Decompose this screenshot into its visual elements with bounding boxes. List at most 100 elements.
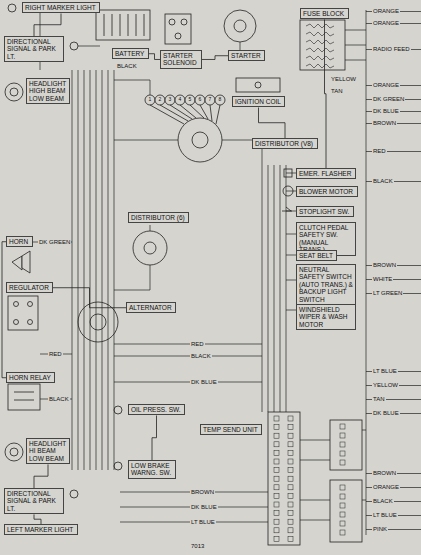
component-label: LEFT MARKER LIGHT — [4, 524, 78, 535]
terminal-circle — [165, 95, 175, 105]
wire-color: DK GREEN — [372, 96, 405, 103]
coil-symbol — [255, 82, 261, 88]
wire-bundle — [90, 70, 91, 470]
wire-color: BLACK — [190, 353, 212, 360]
wire-color: ORANGE — [372, 8, 400, 15]
wire-bundle — [340, 451, 345, 456]
wire-bundle — [306, 40, 334, 44]
starter-symbol — [234, 20, 246, 32]
wire-bundle — [340, 503, 345, 508]
wire-bundle — [288, 442, 293, 447]
wire-color: BLACK — [48, 396, 70, 403]
wire-bundle — [274, 450, 279, 455]
component-name: NEUTRAL SAFETY SWITCH (AUTO TRANS.) & BA… — [299, 266, 353, 303]
wire-color: RED — [372, 148, 387, 155]
wire-bundle — [340, 485, 345, 490]
wire-connector — [34, 514, 41, 524]
component-label: NEUTRAL SAFETY SWITCH (AUTO TRANS.) & BA… — [296, 264, 356, 305]
component-label: DIRECTIONAL SIGNAL & PARK LT. — [4, 36, 64, 62]
starter-symbol — [224, 10, 256, 42]
distributor-symbol — [178, 118, 222, 162]
wire-color: DK BLUE — [190, 504, 218, 511]
wire-bundle — [274, 502, 279, 507]
wire-color: ORANGE — [372, 484, 400, 491]
wire — [300, 430, 366, 520]
component-label: DIRECTIONAL SIGNAL & PARK LT. — [4, 488, 64, 514]
wire-bundle — [274, 476, 279, 481]
component-part: LOW BEAM — [29, 455, 67, 462]
component-label: BLOWER MOTOR — [296, 186, 358, 197]
terminal-number: 5 — [185, 97, 195, 103]
component-label: REGULATOR — [6, 282, 53, 293]
wire-bundle — [340, 460, 345, 465]
wire-color: BROWN — [372, 470, 397, 477]
wire-color: BROWN — [372, 120, 397, 127]
wire-bundle — [84, 70, 85, 470]
wire-color: YELLOW — [372, 382, 399, 389]
component-label: STOPLIGHT SW. — [296, 206, 354, 217]
component-name: FUSE BLOCK — [303, 10, 346, 17]
small-device-symbol — [114, 462, 122, 470]
starter-symbol — [224, 10, 256, 42]
wire-color: DK GREEN — [38, 239, 71, 246]
headlight-symbol — [10, 448, 18, 456]
wire-color: DK BLUE — [190, 379, 218, 386]
relay-symbol — [8, 384, 40, 410]
component-part: LOW BEAM — [29, 95, 67, 102]
terminal-number: 6 — [195, 97, 205, 103]
headlight-symbol — [5, 443, 23, 461]
component-name: HORN — [9, 238, 30, 245]
wire — [286, 173, 296, 310]
terminal-number: 8 — [215, 97, 225, 103]
wire — [22, 8, 366, 535]
component-name: LOW BRAKE WARNG. SW. — [131, 462, 173, 477]
component-label: HEADLIGHTHIGH BEAMLOW BEAM — [26, 78, 70, 104]
wire-bundle — [306, 24, 334, 28]
wire — [114, 140, 262, 290]
signal-lamp-symbol — [70, 42, 78, 50]
wire-bundle — [96, 70, 97, 470]
headlight-symbol — [10, 88, 18, 96]
wire-bundle — [274, 165, 275, 412]
wire-bundle — [288, 459, 293, 464]
wire-bundle — [108, 70, 109, 470]
component-label: IGNITION COIL — [232, 96, 285, 107]
wire — [366, 10, 367, 535]
wire-bundle — [288, 528, 293, 533]
regulator-symbol — [14, 320, 19, 325]
component-label: HEADLIGHTHI BEAMLOW BEAM — [26, 438, 70, 464]
small-device-symbol — [282, 207, 292, 211]
wire — [345, 30, 366, 60]
wire-bundle — [340, 442, 345, 447]
component-label: TEMP SEND UNIT — [200, 424, 262, 435]
component-name: RIGHT MARKER LIGHT — [25, 4, 97, 11]
component-name: DISTRIBUTOR (6) — [131, 214, 186, 221]
marker-light-symbol — [8, 4, 16, 12]
component-name: IGNITION COIL — [235, 98, 282, 105]
bulkhead-connector — [268, 412, 300, 545]
bulkhead-connector — [268, 412, 362, 545]
bulkhead-connector — [330, 480, 362, 542]
component-name: BLOWER MOTOR — [299, 188, 355, 195]
figure-number: 7013 — [190, 543, 205, 550]
component-name: HEADLIGHT — [29, 80, 67, 87]
wire-bundle — [288, 476, 293, 481]
terminal-number: 1 — [145, 97, 155, 103]
component-label: LOW BRAKE WARNG. SW. — [128, 460, 176, 479]
wire-connector — [202, 56, 228, 60]
wire-bundle — [268, 165, 269, 412]
terminal-number: 7 — [205, 97, 215, 103]
wire-bundle — [340, 521, 345, 526]
wire-color: LT GREEN — [372, 290, 403, 297]
wire-color: TAN — [372, 396, 386, 403]
terminal-number: 2 — [155, 97, 165, 103]
wire-bundle — [280, 165, 281, 412]
terminal-circle — [175, 95, 185, 105]
component-name: LEFT MARKER LIGHT — [7, 526, 75, 533]
wire-connector — [53, 288, 126, 308]
wire-bundle — [306, 56, 334, 60]
component-name: STARTER — [231, 52, 262, 59]
wire-bundle — [340, 494, 345, 499]
wire-bundle — [288, 502, 293, 507]
wire-color: DK BLUE — [372, 108, 400, 115]
